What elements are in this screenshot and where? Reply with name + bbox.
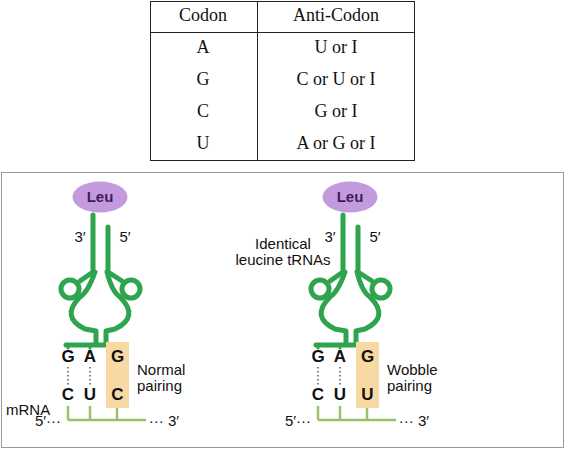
- trna-shape: [311, 215, 390, 348]
- end-label: 5′···: [285, 413, 311, 430]
- table-cell: G: [197, 70, 210, 90]
- caption-text: Identical leucine tRNAs: [231, 236, 336, 269]
- base-letter: U: [84, 386, 96, 405]
- amino-acid-name: Leu: [337, 189, 364, 206]
- table-cell: A: [197, 38, 210, 58]
- pairing-label: Normal pairing: [137, 362, 209, 395]
- table-cell: U: [197, 134, 210, 154]
- table-cell: U or I: [315, 38, 358, 58]
- table-cell: C: [197, 102, 209, 122]
- amino-acid-name: Leu: [87, 189, 114, 206]
- base-letter: A: [334, 348, 346, 367]
- end-label: ··· 3′: [149, 413, 179, 430]
- table-header: Anti-Codon: [293, 6, 379, 26]
- highlight-box: GC: [106, 342, 129, 408]
- base-letter: G: [311, 348, 324, 367]
- end-label: 3′: [74, 229, 85, 246]
- base-letter: U: [361, 386, 373, 405]
- end-label: ··· 3′: [399, 413, 429, 430]
- end-label: 5′···: [35, 413, 61, 430]
- base-letter: C: [62, 386, 74, 405]
- base-letter: G: [361, 348, 374, 367]
- table-grid: [150, 1, 415, 161]
- table-header: Codon: [179, 6, 227, 26]
- base-letter: G: [61, 348, 74, 367]
- mrna-strand: [68, 406, 396, 420]
- base-letter: G: [111, 348, 124, 367]
- table-cell: C or U or I: [297, 70, 376, 90]
- trna-shape: [61, 215, 140, 348]
- table-cell: A or G or I: [297, 134, 376, 154]
- amino-acid-oval: Leu: [322, 181, 378, 213]
- base-letter: U: [334, 386, 346, 405]
- highlight-box: GU: [356, 342, 379, 408]
- end-label: 3′: [324, 229, 335, 246]
- amino-acid-oval: Leu: [72, 181, 128, 213]
- base-letter: C: [111, 386, 123, 405]
- panel-border: [2, 173, 564, 448]
- end-label: 5′: [369, 229, 380, 246]
- table-cell: G or I: [315, 102, 358, 122]
- base-letter: C: [312, 386, 324, 405]
- end-label: 5′: [119, 229, 130, 246]
- base-letter: A: [84, 348, 96, 367]
- pairing-label: Wobble pairing: [387, 362, 459, 395]
